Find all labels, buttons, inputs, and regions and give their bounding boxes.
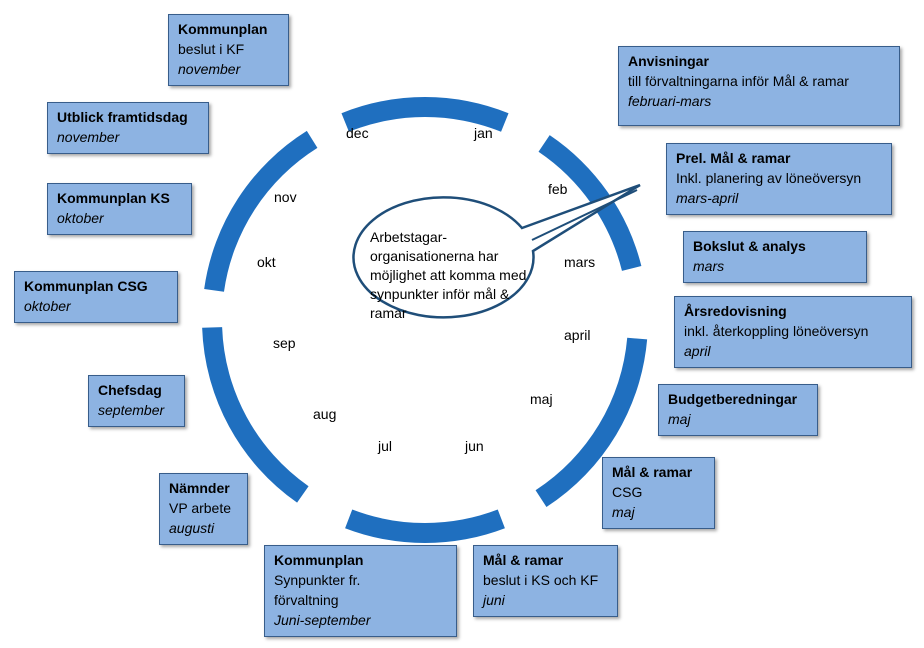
box-arsredovisning: Årsredovisning inkl. återkoppling löneöv… [674,296,912,368]
month-label-dec: dec [346,125,369,141]
month-label-jan: jan [474,125,493,141]
month-label-nov: nov [274,189,297,205]
box-date: Juni-september [274,612,371,628]
box-subtitle: till förvaltningarna inför Mål & ramar [628,73,849,89]
box-chefsdag: Chefsdag september [88,375,185,427]
box-mal-ramar-ks-kf: Mål & ramar beslut i KS och KF juni [473,545,618,617]
box-subtitle: inkl. återkoppling löneöversyn [684,323,869,339]
box-subtitle: VP arbete [169,500,232,516]
box-budgetberedningar: Budgetberedningar maj [658,384,818,436]
month-label-jun: jun [465,438,484,454]
box-title: Nämnder [169,480,230,496]
month-label-mars: mars [564,254,596,270]
box-date: september [98,402,165,418]
box-date: mars-april [676,190,739,206]
ring-segment [345,509,505,543]
box-title: Budgetberedningar [668,391,798,407]
box-title: Utblick framtidsdag [57,109,188,125]
box-prel-mal-ramar: Prel. Mål & ramar Inkl. planering av lön… [666,143,892,215]
box-date: februari-mars [628,93,712,109]
box-title: Chefsdag [98,382,162,398]
month-label-sep: sep [273,335,296,351]
box-title: Kommunplan KS [57,190,170,206]
month-label-feb: feb [548,181,568,197]
box-date: maj [668,411,691,427]
box-title: Årsredovisning [684,303,787,319]
box-title: Kommunplan [178,21,268,37]
box-subtitle: Inkl. planering av löneöversyn [676,170,862,186]
box-subtitle: CSG [612,484,643,500]
box-date: maj [612,504,635,520]
box-title: Mål & ramar [483,552,564,568]
box-title: Bokslut & analys [693,238,806,254]
box-title: Prel. Mål & ramar [676,150,791,166]
box-title: Mål & ramar [612,464,693,480]
box-date: oktober [57,210,104,226]
month-label-aug: aug [313,406,337,422]
month-label-maj: maj [530,391,553,407]
box-subtitle: beslut i KF [178,41,245,57]
box-kommunplan-ks: Kommunplan KS oktober [47,183,192,235]
month-label-jul: jul [378,438,393,454]
box-date: augusti [169,520,215,536]
box-title: Kommunplan CSG [24,278,148,294]
month-label-okt: okt [257,254,276,270]
box-date: juni [483,592,505,608]
ring-segment [535,337,648,508]
month-label-april: april [564,327,591,343]
box-date: november [57,129,120,145]
ring-segment [202,327,309,503]
box-subtitle: Synpunkter fr. förvaltning [274,572,361,608]
box-kommunplan-csg: Kommunplan CSG oktober [14,271,178,323]
callout-line [531,189,638,241]
box-kommunplan-kf: Kommunplan beslut i KF november [168,14,289,86]
box-kommunplan-synpunkter: Kommunplan Synpunkter fr. förvaltning Ju… [264,545,457,637]
speech-bubble [352,183,641,319]
box-date: april [684,343,711,359]
box-date: mars [693,258,725,274]
box-title: Anvisningar [628,53,709,69]
box-subtitle: beslut i KS och KF [483,572,599,588]
box-namnder: Nämnder VP arbete augusti [159,473,248,545]
center-bubble-text: Arbetstagar-organisationerna har möjligh… [370,229,527,321]
box-date: november [178,61,241,77]
box-mal-ramar-csg: Mål & ramar CSG maj [602,457,715,529]
ring-segment [341,97,509,132]
ring-segment [204,130,318,292]
box-utblick-framtidsdag: Utblick framtidsdag november [47,102,209,154]
box-anvisningar: Anvisningar till förvaltningarna inför M… [618,46,900,126]
box-bokslut-analys: Bokslut & analys mars [683,231,867,283]
box-date: oktober [24,298,71,314]
box-title: Kommunplan [274,552,364,568]
ring-segment [538,135,642,271]
